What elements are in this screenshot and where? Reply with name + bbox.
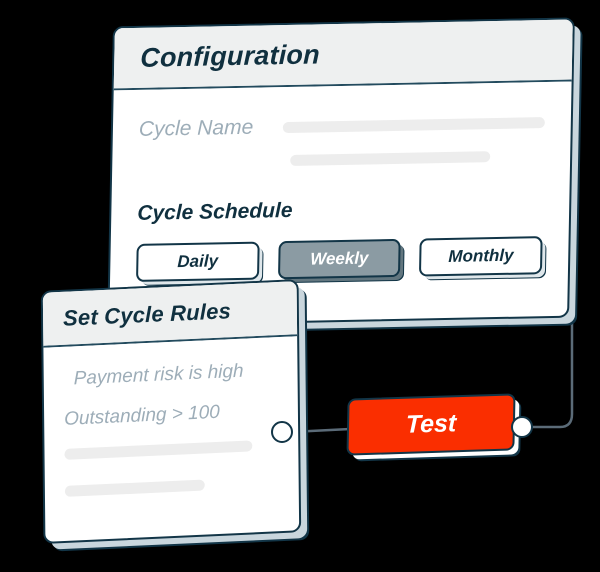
cycle-name-label: Cycle Name	[138, 115, 254, 141]
set-cycle-rules-title: Set Cycle Rules	[62, 297, 232, 331]
schedule-option-weekly[interactable]: Weekly	[277, 238, 402, 280]
cycle-schedule-label: Cycle Schedule	[137, 198, 293, 225]
schedule-option-monthly[interactable]: Monthly	[419, 236, 543, 277]
set-cycle-rules-body: Payment risk is high Outstanding > 100	[43, 336, 298, 498]
test-node-label: Test	[405, 409, 457, 439]
test-output-port[interactable]	[511, 416, 533, 438]
cycle-name-field-row: Cycle Name	[139, 108, 545, 144]
configuration-card[interactable]: Configuration Cycle Name Cycle Schedule …	[107, 17, 575, 327]
set-cycle-rules-card[interactable]: Set Cycle Rules Payment risk is high Out…	[40, 279, 302, 544]
test-node[interactable]: Test	[346, 393, 516, 456]
configuration-card-body: Cycle Name Cycle Schedule Daily Weekly M…	[110, 82, 572, 283]
rules-output-port[interactable]	[271, 421, 293, 443]
cycle-schedule-options: Daily Weekly Monthly	[136, 236, 543, 282]
rule-item-payment-risk[interactable]: Payment risk is high	[73, 360, 244, 390]
cycle-name-input[interactable]	[283, 116, 545, 133]
schedule-option-daily[interactable]: Daily	[136, 241, 260, 282]
secondary-input-placeholder[interactable]	[290, 151, 491, 166]
configuration-card-title: Configuration	[140, 38, 321, 73]
rule-placeholder-bar-1[interactable]	[64, 440, 253, 460]
configuration-card-header: Configuration	[113, 19, 573, 91]
rule-item-outstanding[interactable]: Outstanding > 100	[64, 401, 220, 430]
rule-placeholder-bar-2[interactable]	[64, 479, 205, 497]
